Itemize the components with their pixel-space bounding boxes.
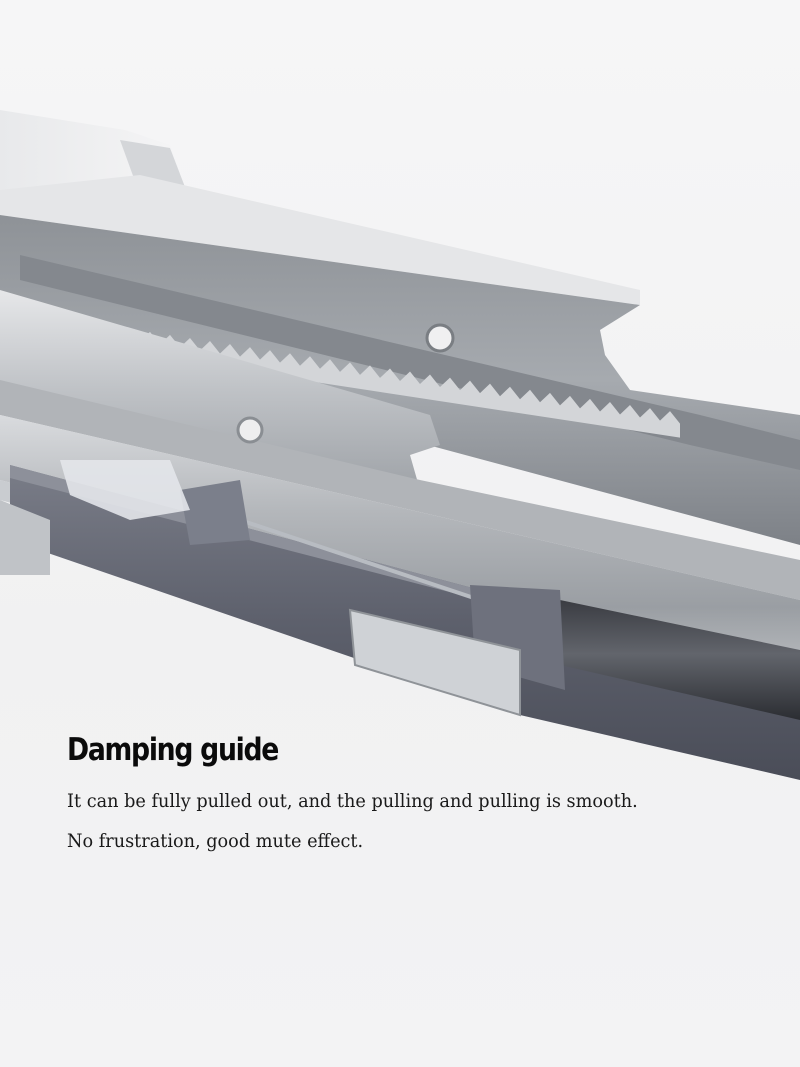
damper-housing (0, 460, 800, 780)
headline: Damping guide (67, 732, 279, 768)
middle-rail (0, 290, 800, 600)
description-line-2: No frustration, good mute effect. (67, 830, 364, 852)
description-line-1: It can be fully pulled out, and the pull… (67, 790, 638, 812)
upper-rail (0, 175, 800, 545)
gear-rack (80, 322, 680, 438)
